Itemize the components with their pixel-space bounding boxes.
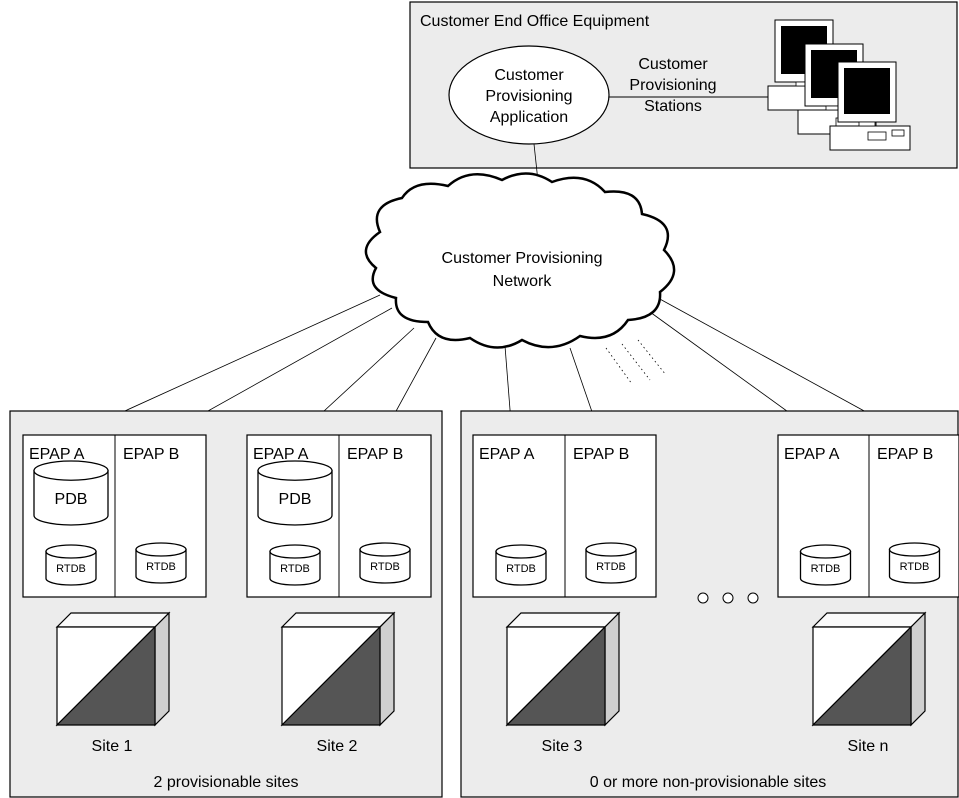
pdb-database-icon [33, 460, 109, 526]
customer-provisioning-network: Customer Provisioning Network [364, 172, 676, 349]
rtdb-label: RTDB [506, 563, 536, 575]
stations-label-line-2: Provisioning [629, 77, 716, 94]
rtdb-database-icon [269, 544, 321, 586]
site-1: EPAP A EPAP B PDB RTDB RTDB Site 1 [22, 434, 207, 755]
rtdb-database-icon [135, 542, 187, 584]
rtdb-database-icon [799, 544, 852, 586]
site-name-label: Site n [848, 738, 889, 755]
epap-a-label: EPAP A [479, 446, 535, 463]
network-label-line-2: Network [493, 273, 553, 290]
epap-a-label: EPAP A [253, 446, 309, 463]
rtdb-label: RTDB [280, 563, 310, 575]
rtdb-label: RTDB [146, 561, 176, 573]
rtdb-database-icon [585, 542, 637, 584]
rtdb-label: RTDB [811, 563, 841, 575]
site-cube-icon [505, 611, 621, 727]
epap-b-label: EPAP B [877, 446, 933, 463]
provisioning-application-ellipse [448, 45, 610, 145]
dotted-link [605, 347, 633, 385]
rtdb-label: RTDB [596, 561, 626, 573]
site-cube-icon [811, 611, 927, 727]
epap-b-label: EPAP B [123, 446, 179, 463]
stations-label-line-1: Customer [638, 56, 708, 73]
site-name-label: Site 2 [317, 738, 358, 755]
ellipsis-dot [722, 592, 734, 604]
rtdb-label: RTDB [56, 563, 86, 575]
non-provisionable-sites-caption: 0 or more non-provisionable sites [590, 774, 827, 791]
network-label-line-1: Customer Provisioning [442, 250, 603, 267]
stations-label-line-3: Stations [644, 98, 702, 115]
application-label-line-2: Provisioning [485, 88, 572, 105]
epap-a-label: EPAP A [29, 446, 85, 463]
application-label-line-1: Customer [494, 67, 564, 84]
epap-a-label: EPAP A [784, 446, 840, 463]
site-cube-icon [55, 611, 171, 727]
rtdb-database-icon [888, 542, 941, 584]
customer-end-office-equipment: Customer End Office Equipment Customer P… [409, 1, 958, 169]
ellipsis-dot [747, 592, 759, 604]
epap-b-label: EPAP B [573, 446, 629, 463]
pdb-label: PDB [279, 491, 312, 508]
pdb-database-icon [257, 460, 333, 526]
ellipsis-dot [697, 592, 709, 604]
site-4: EPAP A EPAP B RTDB RTDB Site n [777, 434, 959, 755]
provisioning-stations-computer-icon [767, 19, 911, 151]
site-name-label: Site 3 [542, 738, 583, 755]
rtdb-label: RTDB [370, 561, 400, 573]
pdb-label: PDB [55, 491, 88, 508]
network-cloud [364, 172, 676, 349]
dotted-link [637, 339, 667, 376]
site-cube-icon [280, 611, 396, 727]
office-title: Customer End Office Equipment [420, 13, 650, 30]
rtdb-database-icon [495, 544, 547, 586]
computer-icon [829, 61, 911, 151]
epap-b-label: EPAP B [347, 446, 403, 463]
site-3: EPAP A EPAP B RTDB RTDB Site 3 [472, 434, 657, 755]
dotted-link [621, 343, 651, 381]
rtdb-database-icon [359, 542, 411, 584]
more-sites-ellipsis [697, 592, 759, 604]
provisionable-sites-caption: 2 provisionable sites [154, 774, 299, 791]
rtdb-database-icon [45, 544, 97, 586]
site-2: EPAP A EPAP B PDB RTDB RTDB Site 2 [246, 434, 432, 755]
site-name-label: Site 1 [92, 738, 133, 755]
rtdb-label: RTDB [900, 561, 930, 573]
application-label-line-3: Application [490, 109, 568, 126]
